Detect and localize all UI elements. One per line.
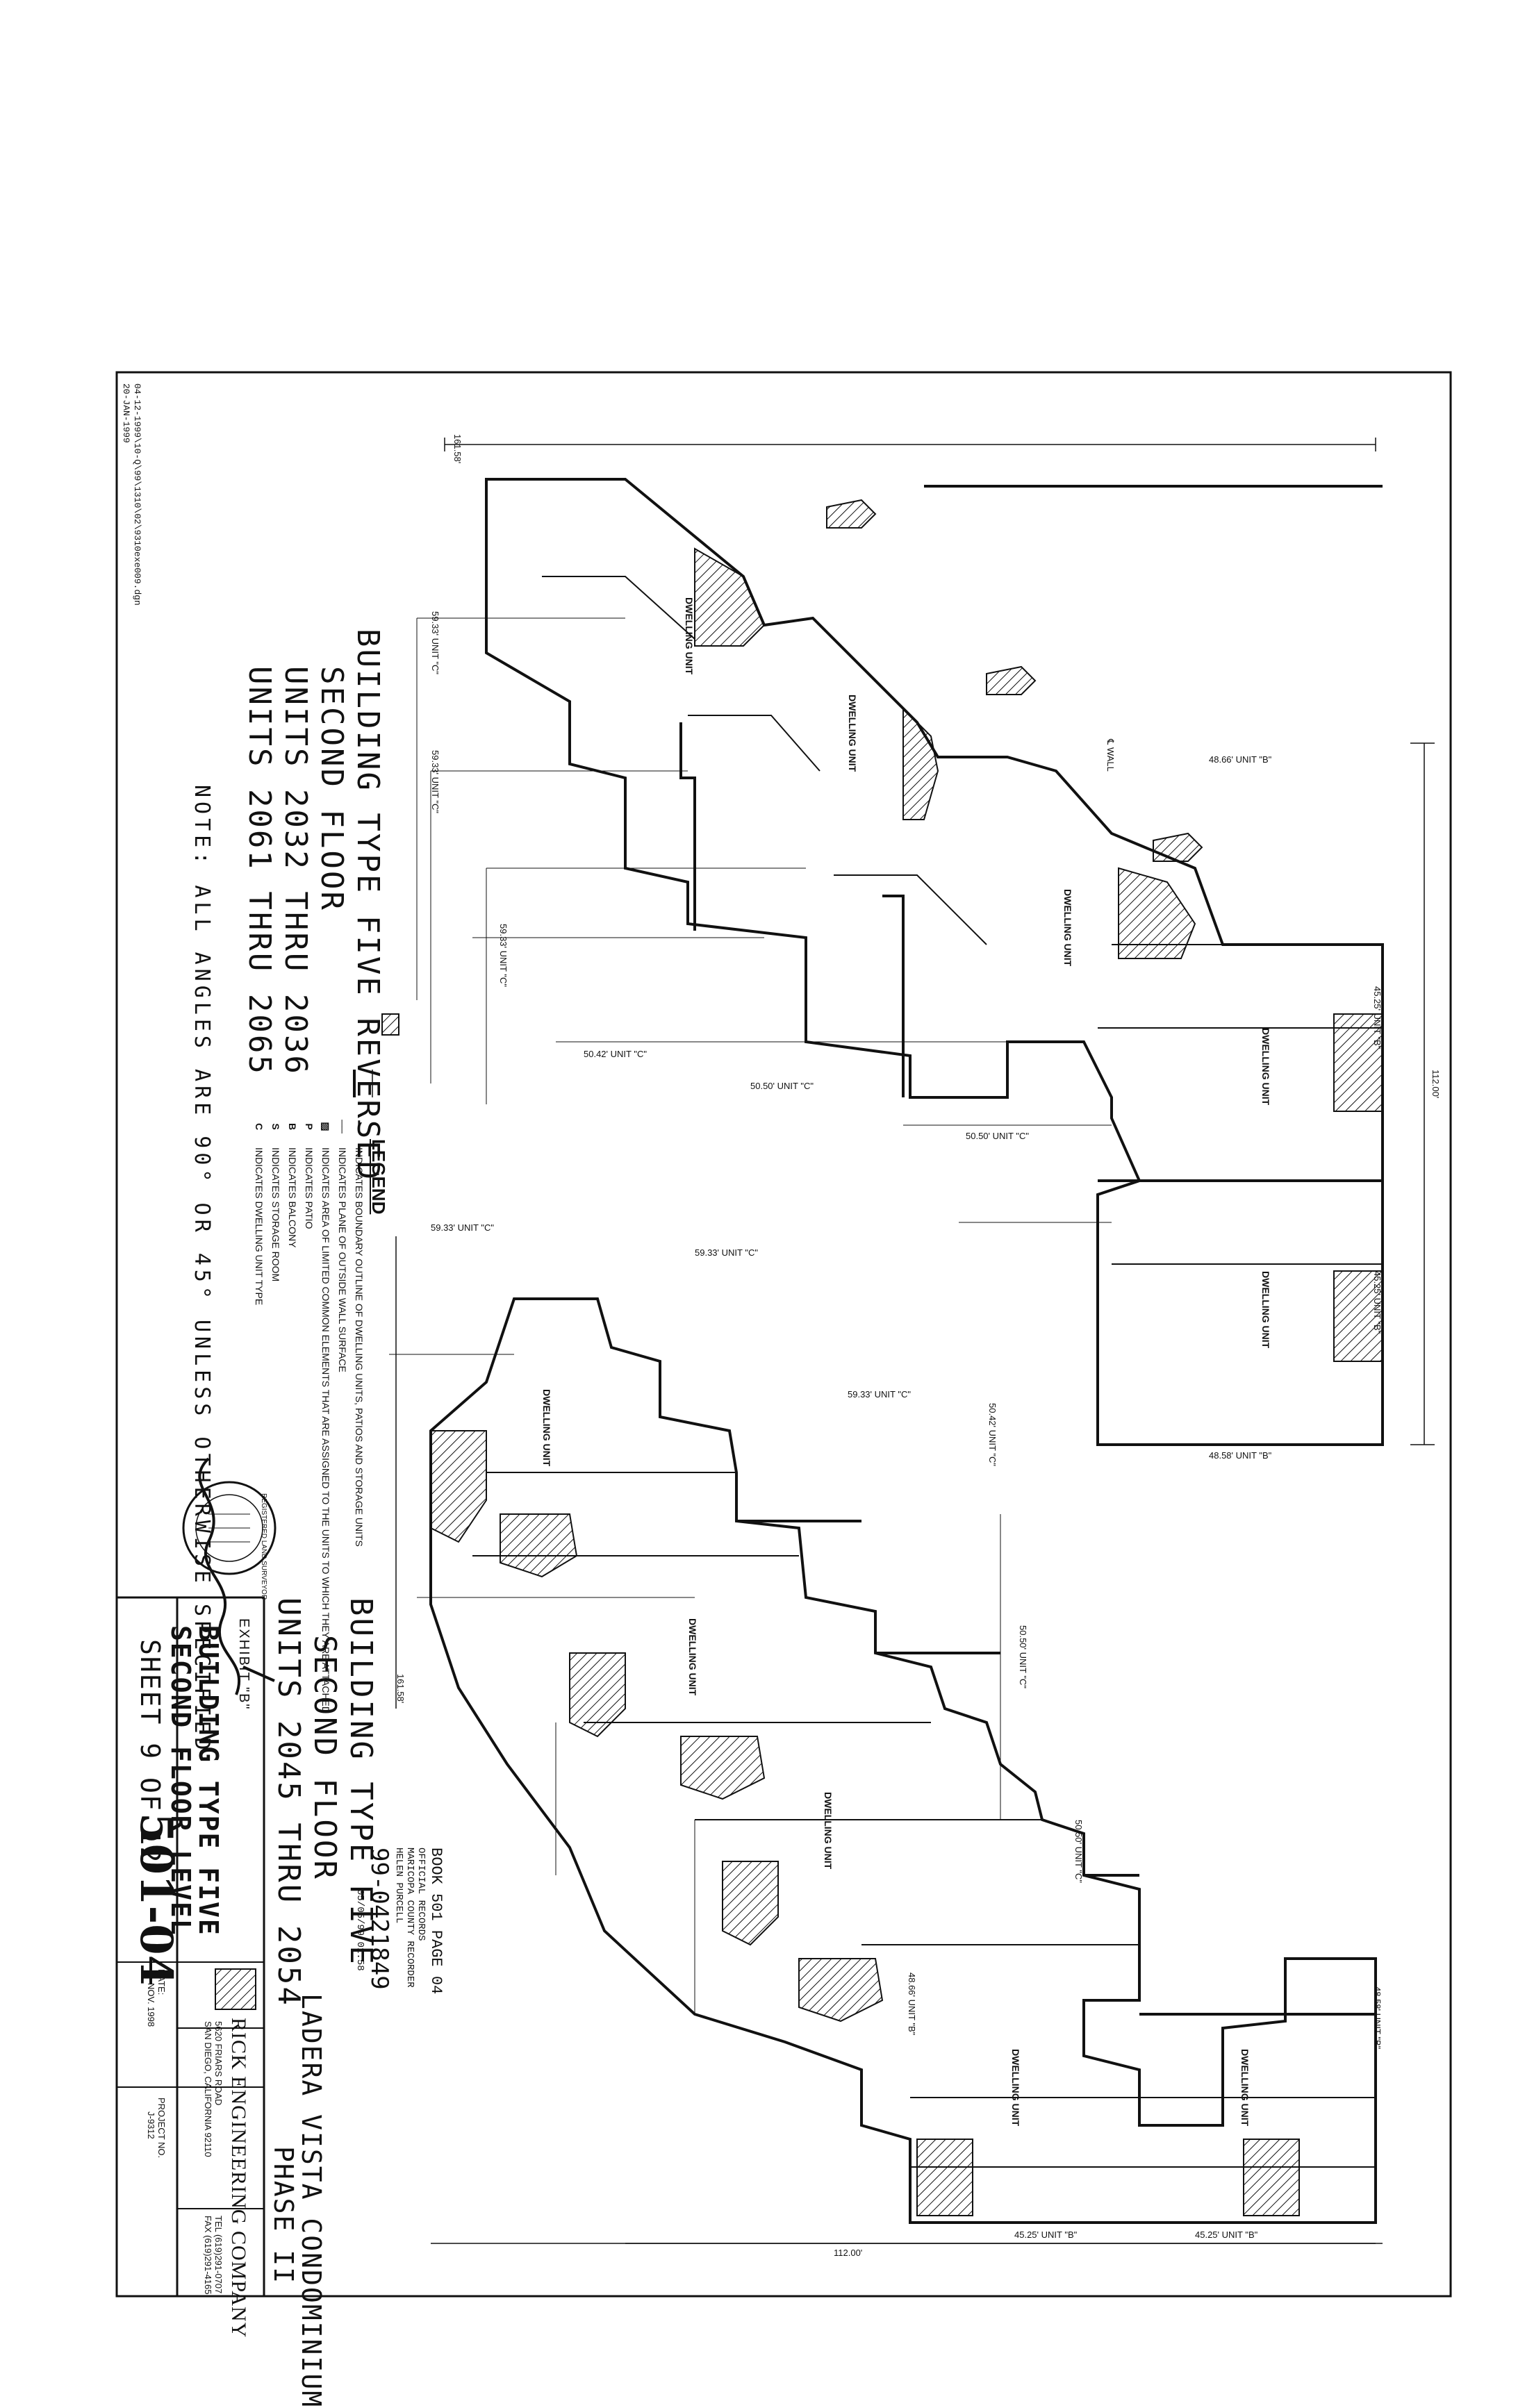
dwelling-unit-label: DWELLING UNIT (1260, 1271, 1271, 1349)
top-dim-c-5: 50.50' UNIT "C" (750, 1081, 814, 1091)
legend-symbol: C (254, 1122, 265, 1131)
company-address: 5620 FRIARS ROAD SAN DIEGO, CALIFORNIA 9… (203, 2021, 224, 2157)
top-dim-c-4: 50.42' UNIT "C" (584, 1049, 647, 1059)
legend-item-text: INDICATES DWELLING UNIT TYPE (254, 1147, 265, 1306)
top-plan-title-line-3: UNITS 2032 THRU 2036 (278, 666, 313, 1076)
top-overall-dim: 161.58' (452, 434, 463, 464)
project-no-label: PROJECT NO. (156, 2098, 167, 2159)
recording-book: BOOK 501 PAGE 04 (427, 1847, 445, 1995)
seal-text: REGISTERED LAND SURVEYOR (260, 1493, 267, 1600)
legend-symbols (353, 1013, 399, 1097)
dwelling-unit-label: DWELLING UNIT (1062, 889, 1073, 967)
company-logo (215, 1968, 256, 2010)
legend-item-text: INDICATES BALCONY (287, 1147, 298, 1248)
bottom-dim-c-6: 50.50' UNIT "C" (1073, 1820, 1084, 1883)
top-dim-c-6: 50.50' UNIT "C" (966, 1131, 1029, 1141)
company-tel: TEL (619)291-0707 (213, 2216, 224, 2294)
sheet-border (115, 371, 1452, 2298)
legend-symbol: S (270, 1123, 281, 1130)
top-plan-title-line-1: BUILDING TYPE FIVE REVERSED (350, 629, 386, 1182)
company-address-line-2: SAN DIEGO, CALIFORNIA 92110 (203, 2021, 213, 2157)
top-dim-b-4: 48.58' UNIT "B" (1209, 1450, 1272, 1461)
company-name: RICK ENGINEERING COMPANY (227, 2018, 250, 2339)
bottom-dim-b-4: 48.58' UNIT "B" (1372, 1986, 1383, 2050)
top-dim-b-1: 48.66' UNIT "B" (1209, 754, 1272, 765)
bottom-floor-plan (389, 1236, 1383, 2244)
top-dim-c-3: 59.33' UNIT "C" (498, 924, 509, 987)
recording-date: 05/05/99 01:58 (354, 1889, 365, 1971)
company-phone: TEL (619)291-0707 FAX (619)291-4165 (203, 2216, 224, 2294)
dwelling-unit-label: DWELLING UNIT (847, 695, 858, 772)
centerline-wall-label: ℄ WALL (1105, 739, 1116, 772)
top-building-outline (485, 478, 1384, 1446)
project-no-value: J-9312 (146, 2111, 156, 2139)
project-no-block: PROJECT NO. J-9312 (146, 2098, 167, 2158)
signature (198, 1457, 275, 1695)
legend-symbol: B (287, 1122, 298, 1131)
legend-item-text: INDICATES BOUNDARY OUTLINE OF DWELLING U… (354, 1147, 365, 1547)
legend-item-text: INDICATES STORAGE ROOM (270, 1147, 281, 1282)
top-dim-c-1: 59.33' UNIT "C" (430, 611, 440, 674)
bottom-right-dim: 112.00' (834, 2248, 863, 2258)
dwelling-unit-label: DWELLING UNIT (541, 1389, 552, 1467)
project-name: LADERA VISTA CONDOMINIUM PHASE II (268, 1993, 327, 2408)
dwelling-unit-label: DWELLING UNIT (684, 597, 695, 675)
dwelling-unit-label: DWELLING UNIT (1260, 1028, 1271, 1106)
legend-item: C INDICATES DWELLING UNIT TYPE (251, 1111, 267, 1713)
exhibit-label: EXHIBIT "B" (236, 1618, 251, 1711)
top-dim-c-2: 59.33' UNIT "C" (430, 750, 440, 813)
bottom-dim-b-3: 45.25' UNIT "B" (1195, 2230, 1258, 2240)
recording-county: MARICOPA COUNTY RECORDER (404, 1847, 415, 1988)
recording-recorder: HELEN PURCELL (393, 1847, 404, 1924)
top-floor-plan (416, 438, 1435, 1446)
bottom-dim-b-1: 48.66' UNIT "B" (907, 1973, 917, 2036)
bottom-dim-b-2: 45.25' UNIT "B" (1014, 2230, 1078, 2240)
recording-number: 99-0421849 (365, 1847, 393, 1990)
company-fax: FAX (619)291-4165 (203, 2216, 213, 2295)
dwelling-unit-label: DWELLING UNIT (823, 1792, 834, 1870)
bottom-plan-title-line-2: SECOND FLOOR (307, 1635, 343, 1881)
bottom-overall-dim: 161.58' (395, 1674, 406, 1704)
file-path: 04-12-1999\10-Q\99\1310\02\9310exe009.dg… (132, 383, 142, 606)
bottom-dim-c-2: 59.33' UNIT "C" (695, 1247, 758, 1258)
bottom-dim-c-4: 50.42' UNIT "C" (987, 1403, 998, 1466)
bottom-dim-c-1: 59.33' UNIT "C" (431, 1222, 494, 1233)
company-address-line-1: 5620 FRIARS ROAD (213, 2021, 224, 2106)
project-name-line-1: LADERA VISTA CONDOMINIUM (296, 1993, 327, 2408)
angle-note: NOTE: ALL ANGLES ARE 90° OR 45° UNLESS O… (190, 785, 214, 1754)
bottom-dim-c-3: 59.33' UNIT "C" (848, 1389, 911, 1400)
top-dim-b-2: 45.25' UNIT "B" (1372, 986, 1383, 1049)
legend-symbol: P (304, 1123, 315, 1130)
recording-info: BOOK 501 PAGE 04 OFFICIAL RECORDS MARICO… (354, 1847, 445, 1994)
bottom-dim-c-5: 50.50' UNIT "C" (1018, 1625, 1028, 1688)
top-plan-title: BUILDING TYPE FIVE REVERSED SECOND FLOOR… (241, 629, 386, 1181)
surveyor-seal (182, 1481, 277, 1575)
dwelling-unit-label: DWELLING UNIT (1239, 2049, 1251, 2127)
bottom-plan-title-line-3: UNITS 2045 THRU 2054 (271, 1597, 306, 2007)
dwelling-unit-label: DWELLING UNIT (1010, 2049, 1021, 2127)
handwritten-page-number: 501-04 (130, 1813, 182, 1986)
legend-item-text: INDICATES PATIO (304, 1147, 315, 1229)
title-block-frame (117, 1596, 265, 2296)
top-dim-b-3: 45.25' UNIT "B" (1372, 1271, 1383, 1334)
top-plan-title-line-4: UNITS 2061 THRU 2065 (242, 666, 277, 1076)
recording-office: OFFICIAL RECORDS (415, 1847, 427, 1941)
project-name-line-2: PHASE II (268, 2146, 299, 2285)
balcony-hatch (430, 1430, 487, 1543)
file-path-stamp: 04-12-1999\10-Q\99\1310\02\9310exe009.dg… (120, 383, 142, 606)
top-plan-title-line-2: SECOND FLOOR (314, 666, 349, 912)
sheet-title-line-1: BUILDING TYPE FIVE (193, 1625, 224, 1936)
plot-date: 20-JAN-1999 (121, 383, 131, 443)
balcony-hatch (694, 547, 766, 647)
top-right-dim: 112.00' (1430, 1070, 1441, 1099)
bottom-building-outline (429, 1297, 1377, 2224)
dwelling-unit-label: DWELLING UNIT (687, 1618, 698, 1696)
legend-item-text: INDICATES PLANE OF OUTSIDE WALL SURFACE (337, 1147, 348, 1372)
